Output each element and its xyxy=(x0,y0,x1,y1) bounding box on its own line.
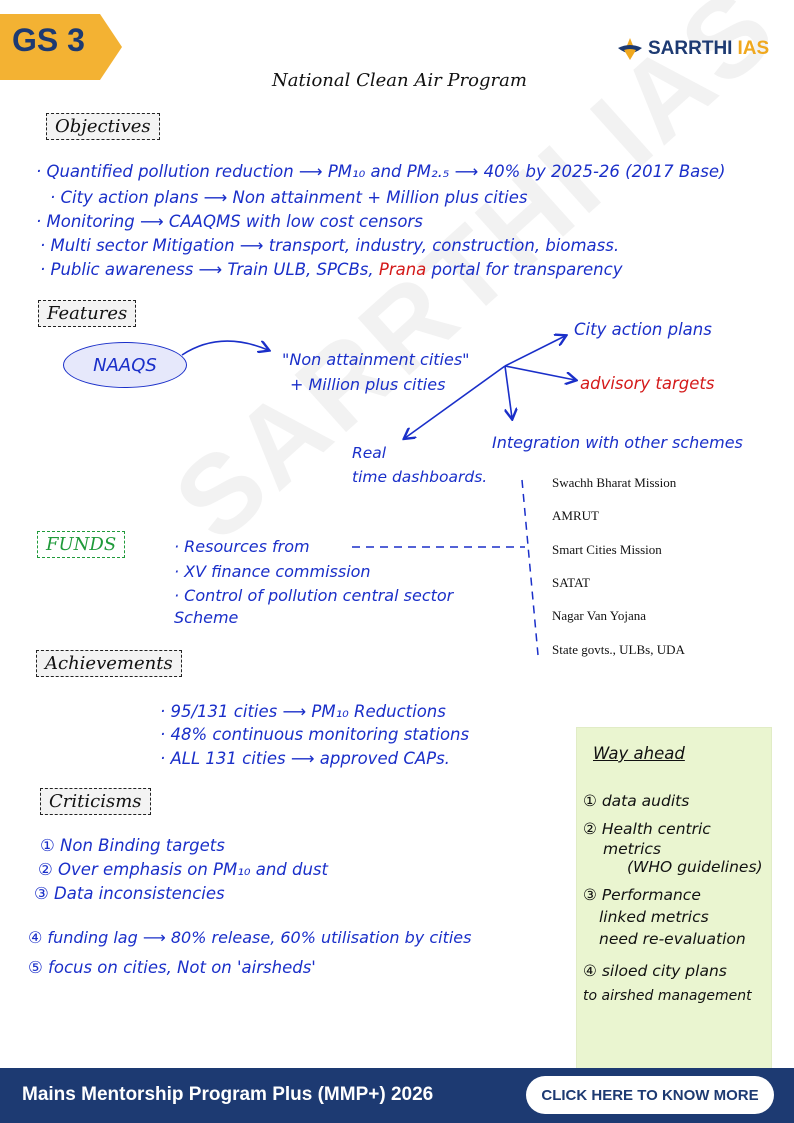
achievement-item: · ALL 131 cities ⟶ approved CAPs. xyxy=(160,749,450,768)
realtime-label-line2: time dashboards. xyxy=(352,468,488,486)
objective-text: · Public awareness ⟶ Train ULB, SPCBs, xyxy=(40,260,374,279)
realtime-label-line1: Real xyxy=(352,444,387,462)
know-more-button[interactable]: CLICK HERE TO KNOW MORE xyxy=(526,1076,774,1114)
advisory-targets-label: advisory targets xyxy=(580,374,715,393)
logo-text-sarrthi: SARRTHI xyxy=(648,38,733,59)
achievement-item: · 95/131 cities ⟶ PM₁₀ Reductions xyxy=(160,702,446,721)
page-title: National Clean Air Program xyxy=(272,70,527,91)
way-ahead-item: need re-evaluation xyxy=(599,930,746,948)
schemes-dashed-connector xyxy=(352,479,539,656)
scheme-item: SATAT xyxy=(552,575,590,590)
gs-tag-label: GS 3 xyxy=(12,22,85,58)
way-ahead-item: (WHO guidelines) xyxy=(627,858,763,876)
objectives-heading: Objectives xyxy=(46,113,160,140)
scheme-item: Nagar Van Yojana xyxy=(552,608,646,623)
features-heading: Features xyxy=(38,300,137,327)
sarrthi-logo-icon xyxy=(618,38,642,60)
criticism-item: ⑤ focus on cities, Not on 'airsheds' xyxy=(28,958,316,977)
achievement-item: · 48% continuous monitoring stations xyxy=(160,725,470,744)
funds-item: · Resources from xyxy=(174,537,310,556)
way-ahead-item: to airshed management xyxy=(583,988,752,1004)
scheme-item: Smart Cities Mission xyxy=(552,542,662,557)
objective-item: · Monitoring ⟶ CAAQMS with low cost cens… xyxy=(36,212,423,231)
way-ahead-item: linked metrics xyxy=(599,908,709,926)
naaqs-bubble: NAAQS xyxy=(63,342,187,388)
criticisms-heading: Criticisms xyxy=(40,788,151,815)
objective-item: · Public awareness ⟶ Train ULB, SPCBs, P… xyxy=(40,260,622,279)
way-ahead-item: metrics xyxy=(603,840,661,858)
way-ahead-item: ② Health centric xyxy=(583,820,711,838)
gs-tag-badge xyxy=(0,14,122,80)
features-connector-arrows xyxy=(181,300,794,520)
funds-heading: FUNDS xyxy=(37,531,126,558)
criticism-item: ① Non Binding targets xyxy=(40,836,225,855)
scheme-item: Swachh Bharat Mission xyxy=(552,475,677,490)
scheme-item: State govts., ULBs, UDA xyxy=(552,642,685,657)
non-attainment-label: "Non attainment cities" xyxy=(282,350,470,369)
city-action-plans-label: City action plans xyxy=(574,320,712,339)
way-ahead-item: ③ Performance xyxy=(583,886,701,904)
objective-suffix: portal for transparency xyxy=(431,260,623,279)
objective-item: · Multi sector Mitigation ⟶ transport, i… xyxy=(40,236,620,255)
criticism-item: ② Over emphasis on PM₁₀ and dust xyxy=(38,860,328,879)
objective-item: · City action plans ⟶ Non attainment + M… xyxy=(50,188,528,207)
prana-portal-text: Prana xyxy=(378,260,427,279)
logo-text-ias: IAS xyxy=(737,38,770,59)
brand-logo[interactable]: SARRTHI IAS xyxy=(616,34,769,64)
criticism-item: ④ funding lag ⟶ 80% release, 60% utilisa… xyxy=(28,928,472,947)
way-ahead-item: ① data audits xyxy=(583,792,690,810)
million-plus-label: + Million plus cities xyxy=(290,375,446,394)
funds-item: · XV finance commission xyxy=(174,562,371,581)
way-ahead-note: Way ahead ① data audits ② Health centric… xyxy=(577,728,771,1068)
criticism-item: ③ Data inconsistencies xyxy=(34,884,225,903)
funds-item: Scheme xyxy=(174,608,239,627)
achievements-heading: Achievements xyxy=(36,650,182,677)
objective-item: · Quantified pollution reduction ⟶ PM₁₀ … xyxy=(36,162,726,181)
way-ahead-heading: Way ahead xyxy=(593,744,685,763)
way-ahead-item: ④ siloed city plans xyxy=(583,962,727,980)
footer-program-title: Mains Mentorship Program Plus (MMP+) 202… xyxy=(22,1084,434,1105)
funds-item: · Control of pollution central sector xyxy=(174,586,454,605)
integration-label: Integration with other schemes xyxy=(492,433,743,452)
scheme-item: AMRUT xyxy=(552,508,599,523)
